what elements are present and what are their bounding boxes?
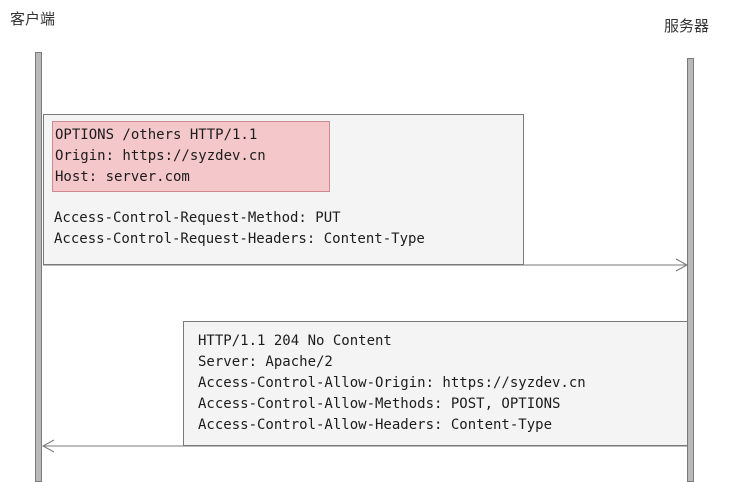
response-server-header: Server: Apache/2 [198, 354, 333, 370]
request-headers-header: Access-Control-Request-Headers: Content-… [54, 231, 425, 247]
request-host-line: Host: server.com [55, 169, 190, 185]
request-arrow [43, 258, 689, 272]
request-origin-line: Origin: https://syzdev.cn [55, 148, 266, 164]
response-status-line: HTTP/1.1 204 No Content [198, 333, 392, 349]
response-allow-methods-header: Access-Control-Allow-Methods: POST, OPTI… [198, 396, 561, 412]
response-allow-origin-header: Access-Control-Allow-Origin: https://syz… [198, 375, 586, 391]
response-arrow [41, 439, 687, 453]
request-extra-headers: Access-Control-Request-Method: PUT Acces… [54, 208, 425, 250]
client-actor-label: 客户端 [10, 10, 56, 28]
request-message-box: OPTIONS /others HTTP/1.1 Origin: https:/… [43, 114, 524, 265]
request-method-header: Access-Control-Request-Method: PUT [54, 210, 341, 226]
response-lines: HTTP/1.1 204 No Content Server: Apache/2… [198, 331, 586, 436]
request-line: OPTIONS /others HTTP/1.1 [55, 127, 258, 143]
response-allow-headers-header: Access-Control-Allow-Headers: Content-Ty… [198, 417, 553, 433]
server-actor-label: 服务器 [664, 17, 710, 35]
message-arrows [41, 258, 689, 453]
response-message-box: HTTP/1.1 204 No Content Server: Apache/2… [183, 321, 688, 446]
request-highlight-box: OPTIONS /others HTTP/1.1 Origin: https:/… [52, 121, 330, 192]
